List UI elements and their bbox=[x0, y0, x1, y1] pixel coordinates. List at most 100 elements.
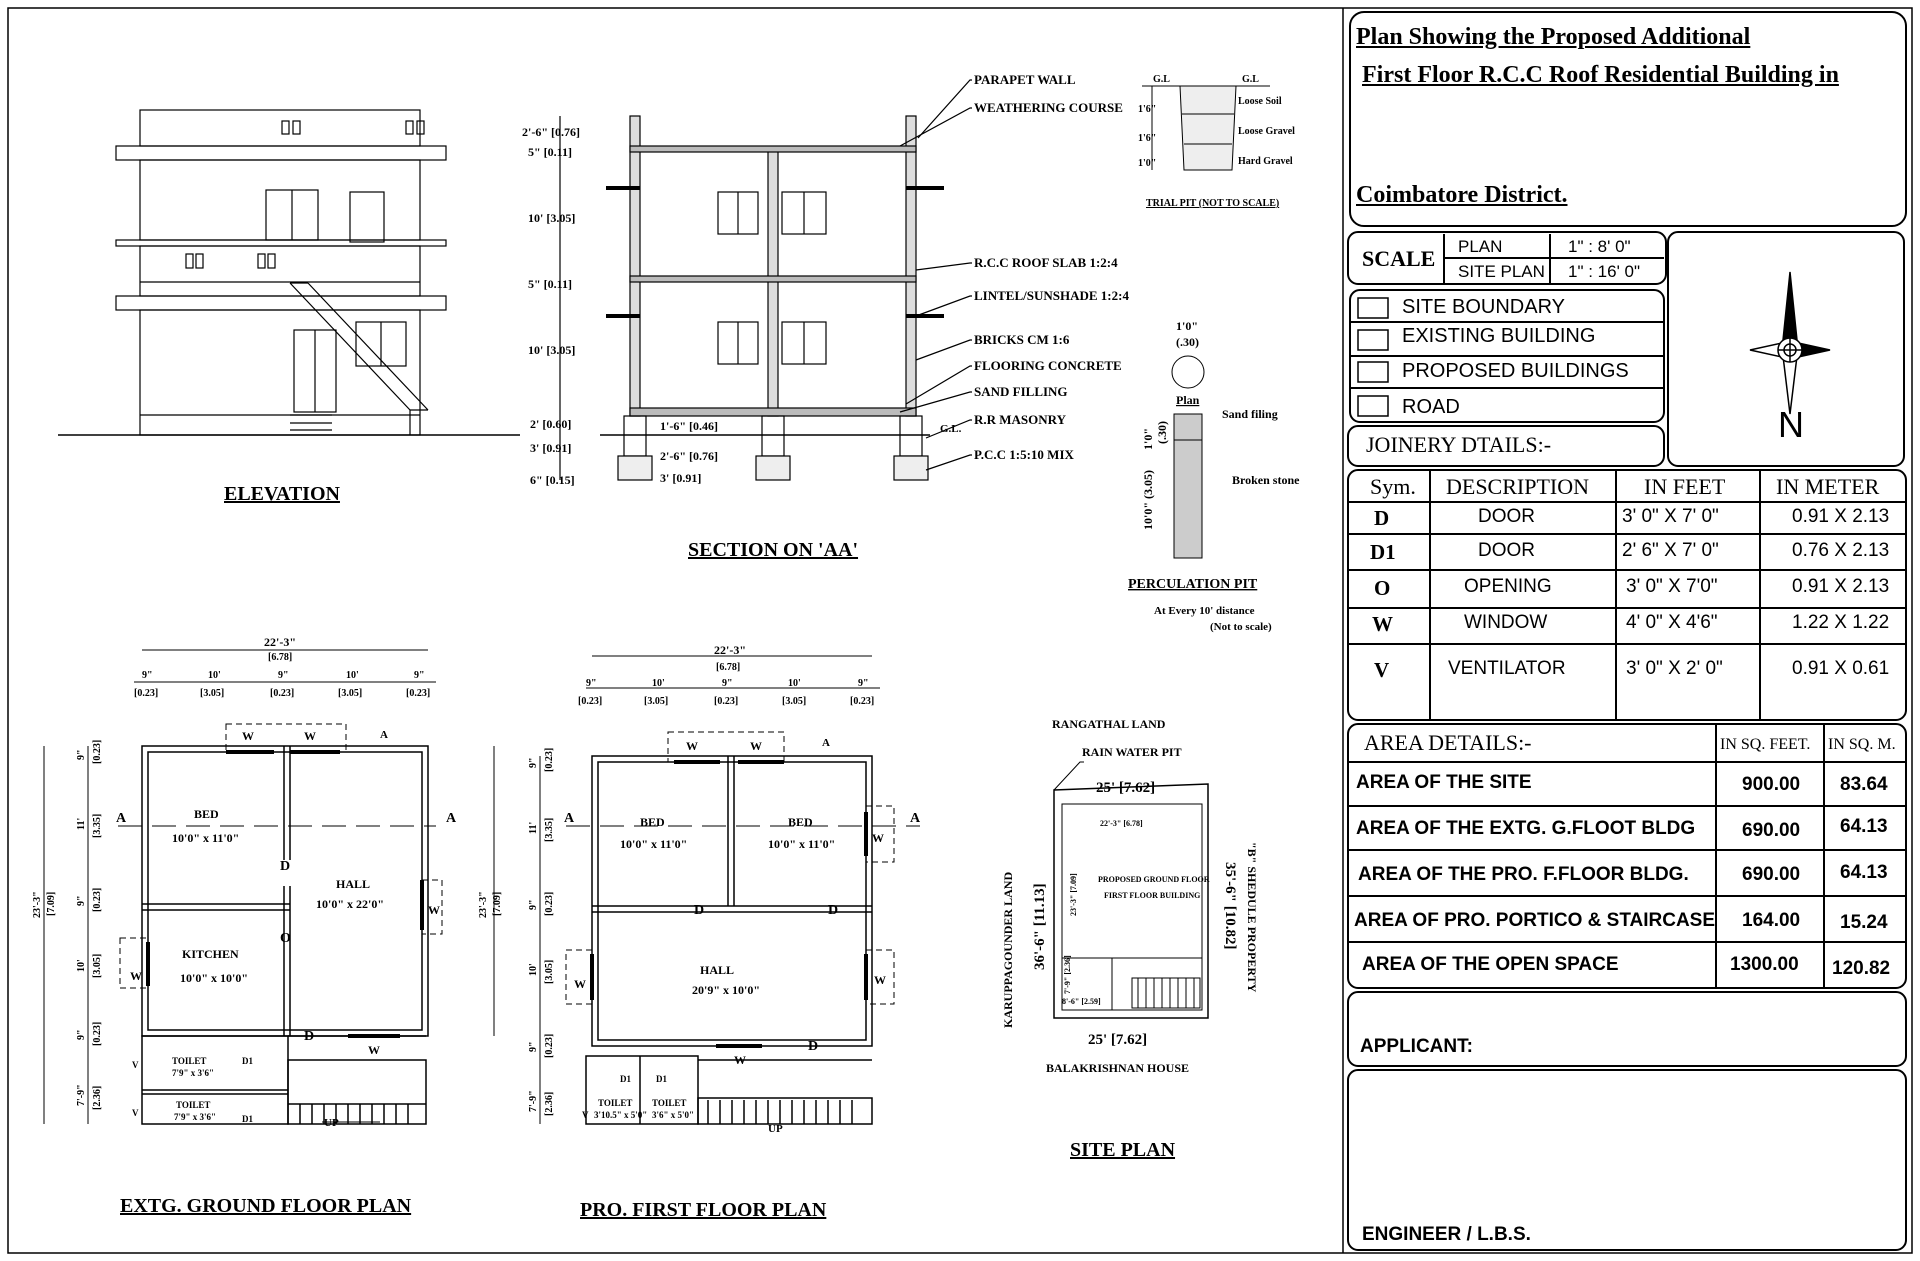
section-mark: A bbox=[910, 811, 921, 826]
top-dim-m: [0.23] bbox=[714, 696, 738, 707]
area-sqft: 690.00 bbox=[1742, 864, 1801, 885]
site-left-dim: 36'-6" [11.13] bbox=[1032, 883, 1048, 970]
side-dim: 11' bbox=[528, 822, 539, 834]
section-labels: PARAPET WALL WEATHERING COURSE R.C.C ROO… bbox=[522, 72, 1129, 487]
sheet-border bbox=[7, 7, 1913, 1254]
site-inner-b1: 7'-9" [2.36] bbox=[1063, 955, 1072, 994]
section-drawing bbox=[559, 79, 972, 481]
joinery-header-sym: Sym. bbox=[1370, 474, 1416, 499]
side-dim-m: [0.23] bbox=[92, 888, 103, 912]
section-label: PARAPET WALL bbox=[974, 72, 1076, 87]
door-tag: D bbox=[280, 859, 290, 874]
site-inner-side: 23'-3" [7.09] bbox=[1069, 873, 1078, 916]
side-dim-m: [0.23] bbox=[544, 1034, 555, 1058]
section-foot-dim: 2'-6" [0.76] bbox=[660, 449, 718, 463]
side-dim-m: [3.35] bbox=[92, 814, 103, 838]
room-size: 3'6" x 5'0" bbox=[652, 1110, 694, 1120]
scale-plan-value: 1" : 8' 0" bbox=[1568, 237, 1631, 256]
section-dim: 6" [0.15] bbox=[530, 473, 575, 487]
top-dim-m: [3.05] bbox=[200, 688, 224, 699]
joinery-desc: WINDOW bbox=[1464, 612, 1548, 633]
top-dim: 10' bbox=[788, 678, 801, 689]
height-dim: 23'-3" bbox=[32, 891, 43, 918]
room-name: BED bbox=[788, 815, 813, 829]
room-name: BED bbox=[640, 815, 665, 829]
pit-plan-label: Plan bbox=[1176, 393, 1200, 407]
door-tag: D1 bbox=[242, 1114, 253, 1124]
side-dim-m: [0.23] bbox=[92, 1022, 103, 1046]
site-east-neighbour: "B" SHEDULE PROPERTY bbox=[1245, 842, 1259, 993]
section-foot-dim: 1'-6" [0.46] bbox=[660, 419, 718, 433]
joinery-sym: O bbox=[1374, 576, 1391, 600]
joinery-desc: DOOR bbox=[1478, 506, 1535, 527]
section-label: WEATHERING COURSE bbox=[974, 100, 1123, 115]
top-dim: 9" bbox=[858, 678, 869, 689]
side-dim: 11' bbox=[76, 818, 87, 830]
site-inner-top: 22'-3" [6.78] bbox=[1100, 819, 1143, 828]
trial-pit-dim: 1'6" bbox=[1138, 133, 1156, 144]
title-line-3: Coimbatore District. bbox=[1356, 182, 1568, 208]
side-dim: 9" bbox=[76, 749, 87, 760]
height-dim-m: [7.09] bbox=[492, 892, 503, 916]
side-dim: 10' bbox=[76, 959, 87, 972]
percolation-pit-labels: 1'0" (.30) Plan Sand filing Broken stone… bbox=[1128, 319, 1300, 633]
pit-depth-top: 1'0" bbox=[1141, 428, 1155, 450]
title-line-2: First Floor R.C.C Roof Residential Build… bbox=[1362, 62, 1839, 88]
section-label: P.C.C 1:5:10 MIX bbox=[974, 447, 1075, 462]
side-dim: 9" bbox=[76, 895, 87, 906]
area-label: AREA OF THE OPEN SPACE bbox=[1362, 954, 1619, 975]
section-dim: 5" [0.11] bbox=[528, 277, 572, 291]
side-dim-m: [3.05] bbox=[92, 954, 103, 978]
section-foot-dim: 3' [0.91] bbox=[660, 471, 701, 485]
room-size: 10'0" x 11'0" bbox=[768, 837, 835, 851]
site-west-neighbour: KARUPPAGOUNDER LAND bbox=[1001, 872, 1015, 1028]
top-dim: 9" bbox=[586, 678, 597, 689]
engineer-label: ENGINEER / L.B.S. bbox=[1362, 1224, 1531, 1245]
area-sqm: 64.13 bbox=[1840, 816, 1888, 837]
room-size: 10'0" x 22'0" bbox=[316, 897, 384, 911]
overall-dim: 22'-3" bbox=[714, 643, 746, 657]
joinery-meter: 0.91 X 2.13 bbox=[1792, 576, 1890, 597]
area-sqm: 83.64 bbox=[1840, 774, 1888, 795]
trial-pit-labels: G.L G.L 1'6" 1'6" 1'0" Loose Soil Loose … bbox=[1138, 74, 1295, 209]
side-dim-m: [0.23] bbox=[544, 748, 555, 772]
applicant-label: APPLICANT: bbox=[1360, 1036, 1473, 1057]
room-name: TOILET bbox=[652, 1098, 686, 1108]
top-dim: 9" bbox=[722, 678, 733, 689]
joinery-desc: OPENING bbox=[1464, 576, 1552, 597]
overall-dim: 22'-3" bbox=[264, 635, 296, 649]
section-mark: A bbox=[822, 737, 830, 749]
room-size: 20'9" x 10'0" bbox=[692, 983, 760, 997]
area-label: AREA OF THE SITE bbox=[1356, 772, 1532, 793]
ground-level-label: G.L bbox=[1153, 74, 1170, 85]
joinery-feet: 3' 0" X 7'0" bbox=[1626, 576, 1718, 597]
overall-dim-m: [6.78] bbox=[268, 652, 292, 663]
joinery-title: JOINERY DTAILS:- bbox=[1366, 432, 1552, 457]
pit-title: PERCULATION PIT bbox=[1128, 577, 1258, 592]
top-dim-m: [3.05] bbox=[644, 696, 668, 707]
door-tag: D bbox=[828, 903, 838, 918]
vent-tag: V bbox=[582, 1110, 589, 1120]
window-tag: W bbox=[428, 903, 440, 917]
room-name: TOILET bbox=[176, 1100, 210, 1110]
stair-up: UP bbox=[324, 1117, 339, 1129]
site-top-dim: 25' [7.62] bbox=[1096, 780, 1155, 796]
side-dim-m: [2.36] bbox=[544, 1092, 555, 1116]
door-tag: D bbox=[694, 903, 704, 918]
section-dim: 10' [3.05] bbox=[528, 211, 575, 225]
window-tag: W bbox=[874, 973, 886, 987]
north-arrow-icon bbox=[1749, 271, 1831, 415]
section-mark: A bbox=[446, 811, 457, 826]
legend-road: ROAD bbox=[1402, 396, 1460, 418]
height-dim: 23'-3" bbox=[478, 891, 489, 918]
area-sqft: 900.00 bbox=[1742, 774, 1801, 795]
site-plan-title: SITE PLAN bbox=[1070, 1139, 1176, 1161]
room-name: TOILET bbox=[598, 1098, 632, 1108]
site-plan-labels: RANGATHAL LAND RAIN WATER PIT 25' [7.62]… bbox=[1001, 717, 1259, 1075]
joinery-desc: VENTILATOR bbox=[1448, 658, 1566, 679]
section-dim: 2' [0.60] bbox=[530, 417, 571, 431]
room-name: TOILET bbox=[172, 1056, 206, 1066]
first-floor-plan bbox=[539, 655, 920, 1125]
top-dim: 10' bbox=[346, 670, 359, 681]
area-header-sqft: IN SQ. FEET. bbox=[1720, 736, 1811, 753]
